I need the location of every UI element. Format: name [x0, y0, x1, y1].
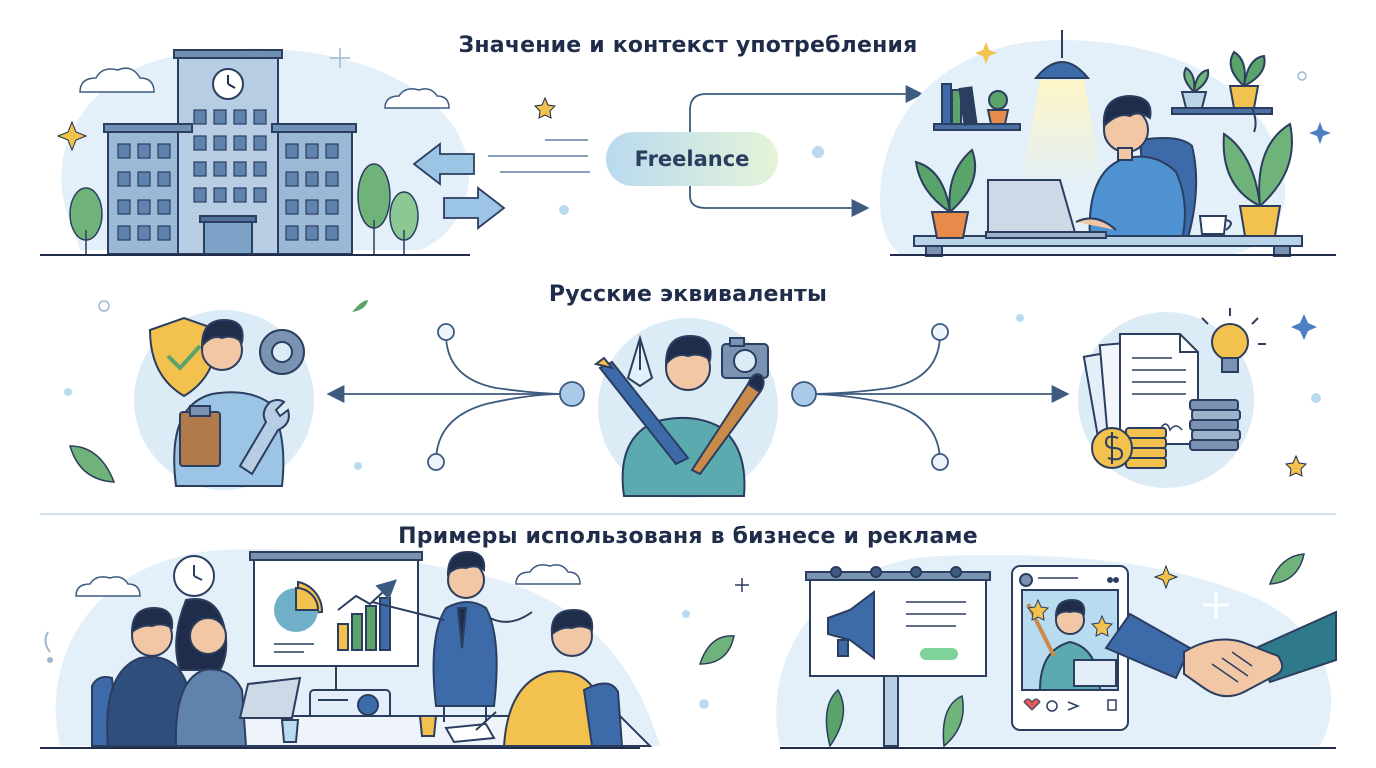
- handshake-icon: [1104, 610, 1337, 698]
- decor-dot: [559, 205, 569, 215]
- leaf-icon: [68, 445, 116, 483]
- star-icon: [533, 96, 557, 119]
- cloud-icon: [515, 564, 581, 585]
- section-title-equivalents: Русские эквиваленты: [548, 282, 828, 307]
- sparkle-icon: [1291, 314, 1317, 340]
- left-connectors: [326, 333, 563, 463]
- node-dot: [427, 453, 445, 471]
- leaf-icon: [352, 300, 368, 312]
- node-dot: [559, 381, 585, 407]
- freelancer-workspace-icon: [913, 30, 1303, 257]
- node-dot: [791, 381, 817, 407]
- node-dot: [437, 323, 455, 341]
- office-building-icon: [103, 49, 357, 255]
- decor-dot: [1297, 71, 1307, 81]
- section-title-business: Примеры использованя в бизнесе и рекламе: [398, 524, 978, 549]
- leaf-icon: [1268, 553, 1305, 585]
- section-equivalents: [40, 300, 1336, 515]
- node-dot: [931, 323, 949, 341]
- lightbulb-icon: [1201, 308, 1266, 373]
- creative-illustration: [593, 334, 769, 497]
- clock-icon: [173, 555, 215, 597]
- section-meaning: [40, 30, 1336, 257]
- pill-connectors: [689, 85, 924, 217]
- megaphone-icon: [827, 590, 875, 660]
- coins-icon: [1091, 399, 1241, 469]
- sparkle-icon: [330, 48, 350, 68]
- flow-arrows: [412, 139, 590, 230]
- meeting-people: [91, 550, 624, 747]
- worker-illustration: [148, 316, 305, 487]
- gear-icon: [259, 329, 305, 375]
- clipboard-icon: [179, 411, 221, 467]
- cloud-icon: [79, 67, 155, 93]
- sparkle-icon: [1309, 122, 1331, 144]
- camera-icon: [721, 337, 769, 379]
- tree-icon: [69, 187, 103, 254]
- sparkle-icon: [1203, 592, 1229, 618]
- cloud-icon: [384, 88, 450, 109]
- sparkle-icon: [56, 120, 88, 152]
- node-dot: [931, 453, 949, 471]
- documents-illustration: [1082, 308, 1266, 469]
- wrench-icon: [238, 399, 290, 476]
- presentation-chart-icon: [249, 551, 423, 690]
- section-title-meaning: Значение и контекст употребления: [458, 33, 918, 58]
- section-business: [40, 549, 1337, 749]
- leaf-icon: [698, 635, 735, 665]
- decor-dot: [812, 146, 824, 158]
- right-connectors: [805, 333, 1070, 463]
- sparkle-icon: [1153, 564, 1179, 590]
- star-icon: [1284, 454, 1308, 477]
- tree-icon: [357, 163, 419, 254]
- billboard-icon: [805, 566, 991, 747]
- social-post-icon: [1011, 565, 1129, 731]
- freelance-label: Freelance: [634, 147, 750, 171]
- cloud-icon: [75, 576, 141, 597]
- sparkle-icon: [975, 42, 997, 64]
- freelance-pill: [606, 132, 778, 186]
